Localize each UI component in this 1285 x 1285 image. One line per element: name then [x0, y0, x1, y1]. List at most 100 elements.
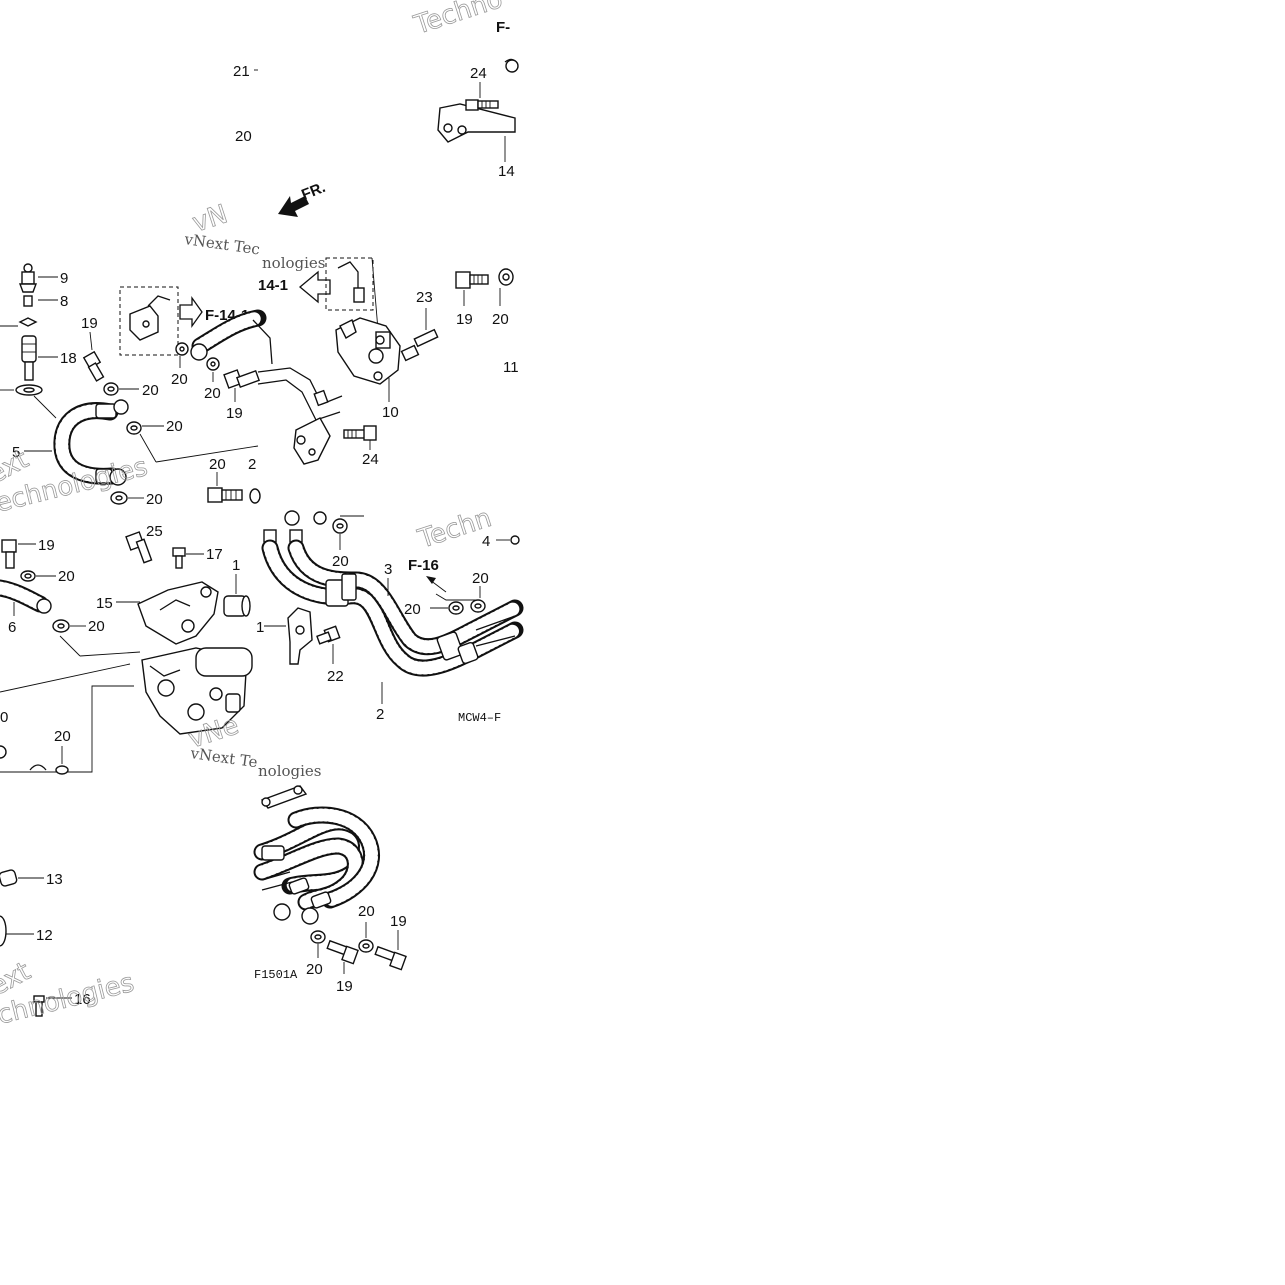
watermark: Techno: [410, 0, 506, 41]
grommet-part-12: [0, 915, 7, 947]
washer-part-20: [448, 601, 464, 615]
pipe-fittings-top: [263, 510, 364, 543]
clamp-part-1: [287, 607, 313, 665]
bolt-part-19: [82, 350, 105, 382]
washer-part-20: [110, 491, 128, 505]
brake-hose-5: [53, 399, 129, 486]
part-label: 3: [384, 561, 392, 578]
screw-part-16: [33, 995, 45, 1017]
brake-hose-2-3: [261, 539, 524, 677]
washer-part-20: [358, 939, 374, 953]
part-label: 19: [390, 913, 407, 930]
bushing-part-1: [223, 595, 251, 617]
part-label: 23: [416, 289, 433, 306]
brake-hoses-lower: [253, 806, 380, 925]
part-label: 20: [58, 568, 75, 585]
part-label: 25: [146, 523, 163, 540]
brake-hose-6: [0, 579, 52, 614]
part-label: 15: [96, 595, 113, 612]
tile-left-lower: 19 20 6 20 25 17: [0, 523, 259, 775]
part-label: 18: [60, 350, 77, 367]
tile-bottom-left: 13 12 16 ext chnologies: [0, 869, 138, 1031]
part-label: 16: [74, 991, 91, 1008]
part-label: 20: [166, 418, 183, 435]
part-label: 20: [404, 601, 421, 618]
bolt-part-22: [316, 625, 341, 645]
part-label: 20: [142, 382, 159, 399]
part-label: 19: [226, 405, 243, 422]
part-label: 9: [60, 270, 68, 287]
part-label: 10: [382, 404, 399, 421]
part-label: 8: [60, 293, 68, 310]
tile-left-middle: 9 8 18 5 19 20 20 20: [0, 263, 273, 519]
part-label: 20: [306, 961, 323, 978]
washer-part-20: [126, 421, 142, 435]
ref-14-1: 14-1: [258, 277, 288, 294]
front-direction-arrow: FR.: [278, 179, 328, 217]
part-label: 19: [81, 315, 98, 332]
part-label: 20: [88, 618, 105, 635]
part-label: 6: [8, 619, 16, 636]
bolt-part-19: [1, 539, 17, 569]
diagram-code: MCW4–F: [458, 711, 501, 725]
part-label: 1: [256, 619, 264, 636]
proportioning-valve-part-10: [335, 317, 401, 385]
pipe-bracket: [257, 367, 343, 465]
watermark: vNext Te: [188, 744, 258, 771]
part-label: 24: [470, 65, 487, 82]
part-label: 19: [336, 978, 353, 995]
part-label: 20: [204, 385, 221, 402]
part-label: 20: [171, 371, 188, 388]
part-label: 4: [482, 533, 490, 550]
bolt-part-19: [455, 271, 489, 289]
sleeve-part-13: [0, 869, 18, 887]
ref-f-16: F-16: [408, 557, 439, 574]
washer-part-20: [470, 599, 486, 613]
bracket-part-14: [437, 58, 519, 143]
bracket-part-15: [137, 581, 219, 645]
part-label: 2: [376, 706, 384, 723]
part-label: 20: [54, 728, 71, 745]
watermark: nologies: [258, 762, 322, 780]
svg-text:FR.: FR.: [299, 179, 328, 204]
brake-pipe: [175, 309, 273, 389]
screw-part-17: [172, 547, 186, 569]
tile-center-lower: Techn 4 20 3 2: [256, 503, 524, 725]
part-label: 20: [472, 570, 489, 587]
valve-stack: [15, 263, 43, 396]
washer-part-20: [498, 268, 514, 286]
abs-modulator: [141, 647, 253, 735]
valve-detail-box: [119, 286, 179, 356]
washer-part-20: [103, 382, 119, 396]
watermark: nologies: [262, 254, 326, 272]
bolt-part-19: [326, 939, 359, 965]
part-label: 20: [492, 311, 509, 328]
part-label: 5: [12, 444, 20, 461]
part-label: 1: [232, 557, 240, 574]
bolt-part-19: [207, 487, 261, 504]
part-label: 19: [456, 311, 473, 328]
part-label: 14: [498, 163, 515, 180]
part-label: 12: [36, 927, 53, 944]
tile-top-right: Techno F- 21 20 24 14 FR. vN vNext Tec: [182, 0, 519, 259]
washer-part-20: [310, 930, 326, 944]
tile-center: nologies 14-1 10: [257, 254, 519, 468]
washer-part-20: [52, 619, 70, 633]
washer-part-20: [20, 570, 36, 582]
diagram-code: F1501A: [254, 968, 298, 982]
part-label: 20: [146, 491, 163, 508]
part-label: 19: [38, 537, 55, 554]
part-label: 2: [248, 456, 256, 473]
bolt-part-24: [343, 425, 377, 441]
bolt-part-25: [125, 531, 153, 564]
part-label: 0: [0, 709, 8, 726]
part-label: 17: [206, 546, 223, 563]
part-label: 22: [327, 668, 344, 685]
part-label: 11: [503, 359, 519, 376]
pipe-detail-box: [325, 257, 374, 311]
part-label: 20: [235, 128, 252, 145]
part-label: 13: [46, 871, 63, 888]
bolt-part-23: [400, 328, 439, 362]
tile-bottom-center: nologies 20 19: [253, 762, 407, 995]
